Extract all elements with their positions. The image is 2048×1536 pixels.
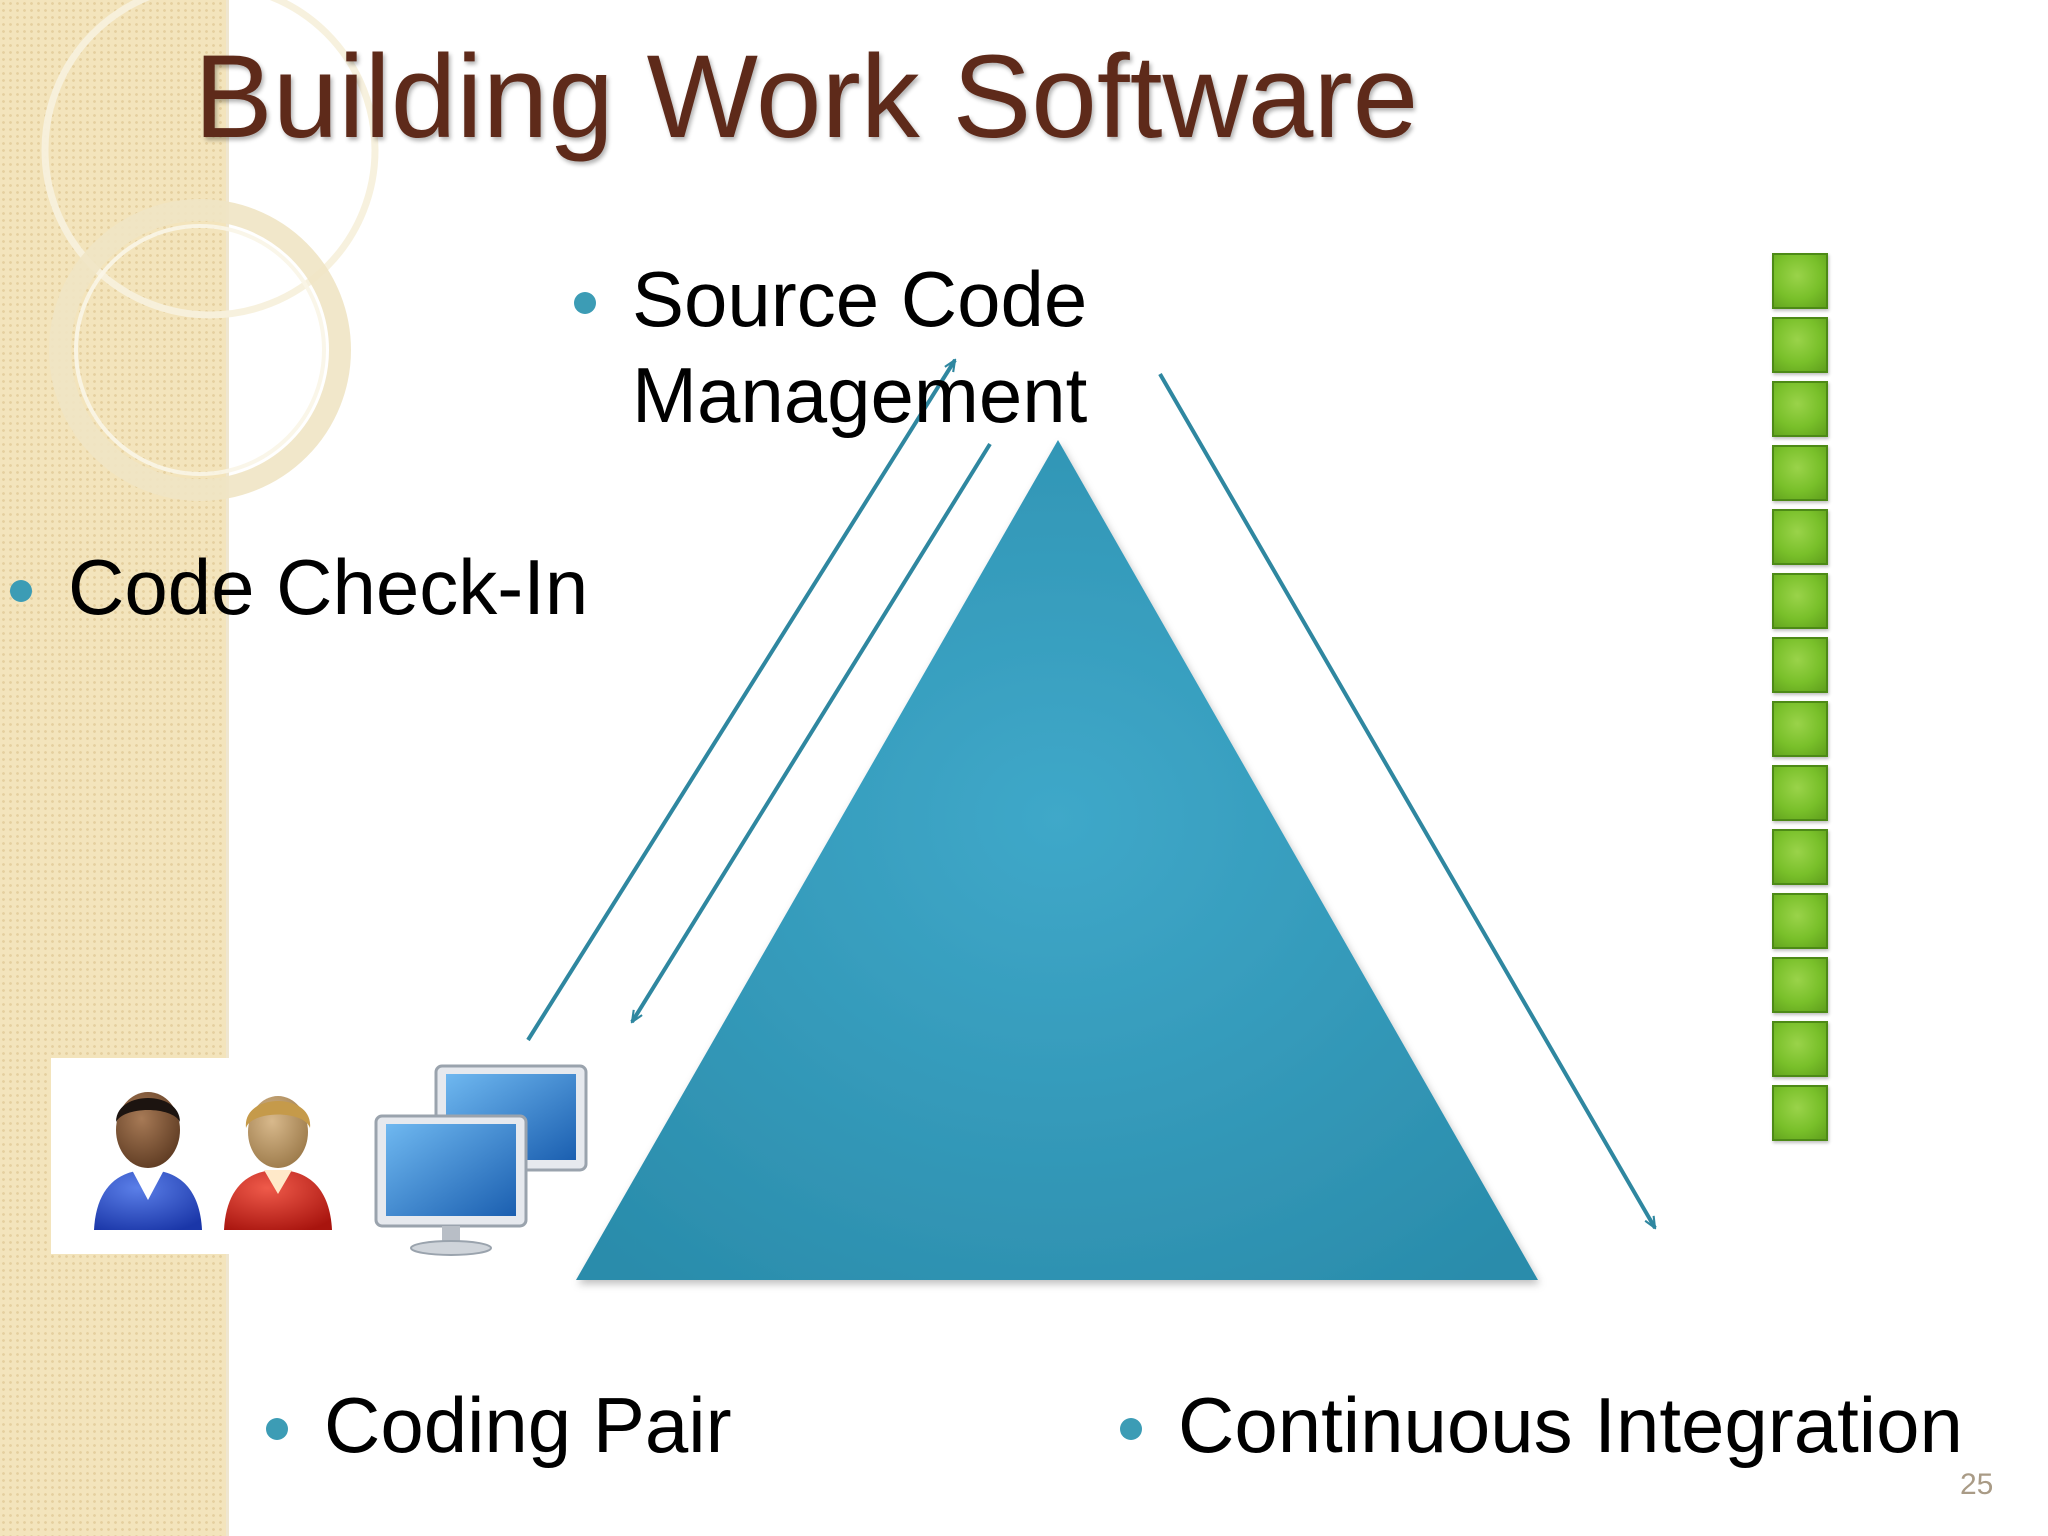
build-block [1772, 765, 1828, 821]
update-arrow [630, 442, 992, 1022]
build-block [1772, 1085, 1828, 1141]
bullet-source-code [574, 292, 596, 314]
build-block [1772, 381, 1828, 437]
bullet-code-check-in [10, 580, 32, 602]
developer-avatar-icon [94, 1092, 202, 1230]
build-block [1772, 573, 1828, 629]
decorative-band-edge [226, 0, 229, 1536]
label-source-code-line1: Source Code [632, 255, 1088, 343]
developer-avatar-icon [224, 1096, 332, 1230]
build-block [1772, 701, 1828, 757]
decorative-rings [41, 0, 379, 501]
label-continuous-integration: Continuous Integration [1178, 1381, 1963, 1469]
build-block [1772, 957, 1828, 1013]
build-blocks-column [1772, 253, 1830, 1149]
label-source-code-line2: Management [632, 351, 1088, 439]
page-number: 25 [1960, 1468, 1994, 1501]
build-block [1772, 829, 1828, 885]
slide-title: Building Work Software [194, 31, 1419, 163]
monitors-icon [374, 1064, 588, 1256]
build-block [1772, 1021, 1828, 1077]
triangle-shape [576, 440, 1538, 1280]
label-coding-pair: Coding Pair [324, 1381, 732, 1469]
build-block [1772, 445, 1828, 501]
bullet-continuous-integration [1120, 1418, 1142, 1440]
build-block [1772, 253, 1828, 309]
label-code-check-in: Code Check-In [68, 543, 589, 631]
build-block [1772, 637, 1828, 693]
integration-arrow [1158, 372, 1657, 1228]
build-block [1772, 317, 1828, 373]
check-in-arrow [526, 360, 957, 1042]
build-block [1772, 509, 1828, 565]
decorative-left-band [0, 0, 228, 1536]
bullet-coding-pair [266, 1418, 288, 1440]
build-block [1772, 893, 1828, 949]
